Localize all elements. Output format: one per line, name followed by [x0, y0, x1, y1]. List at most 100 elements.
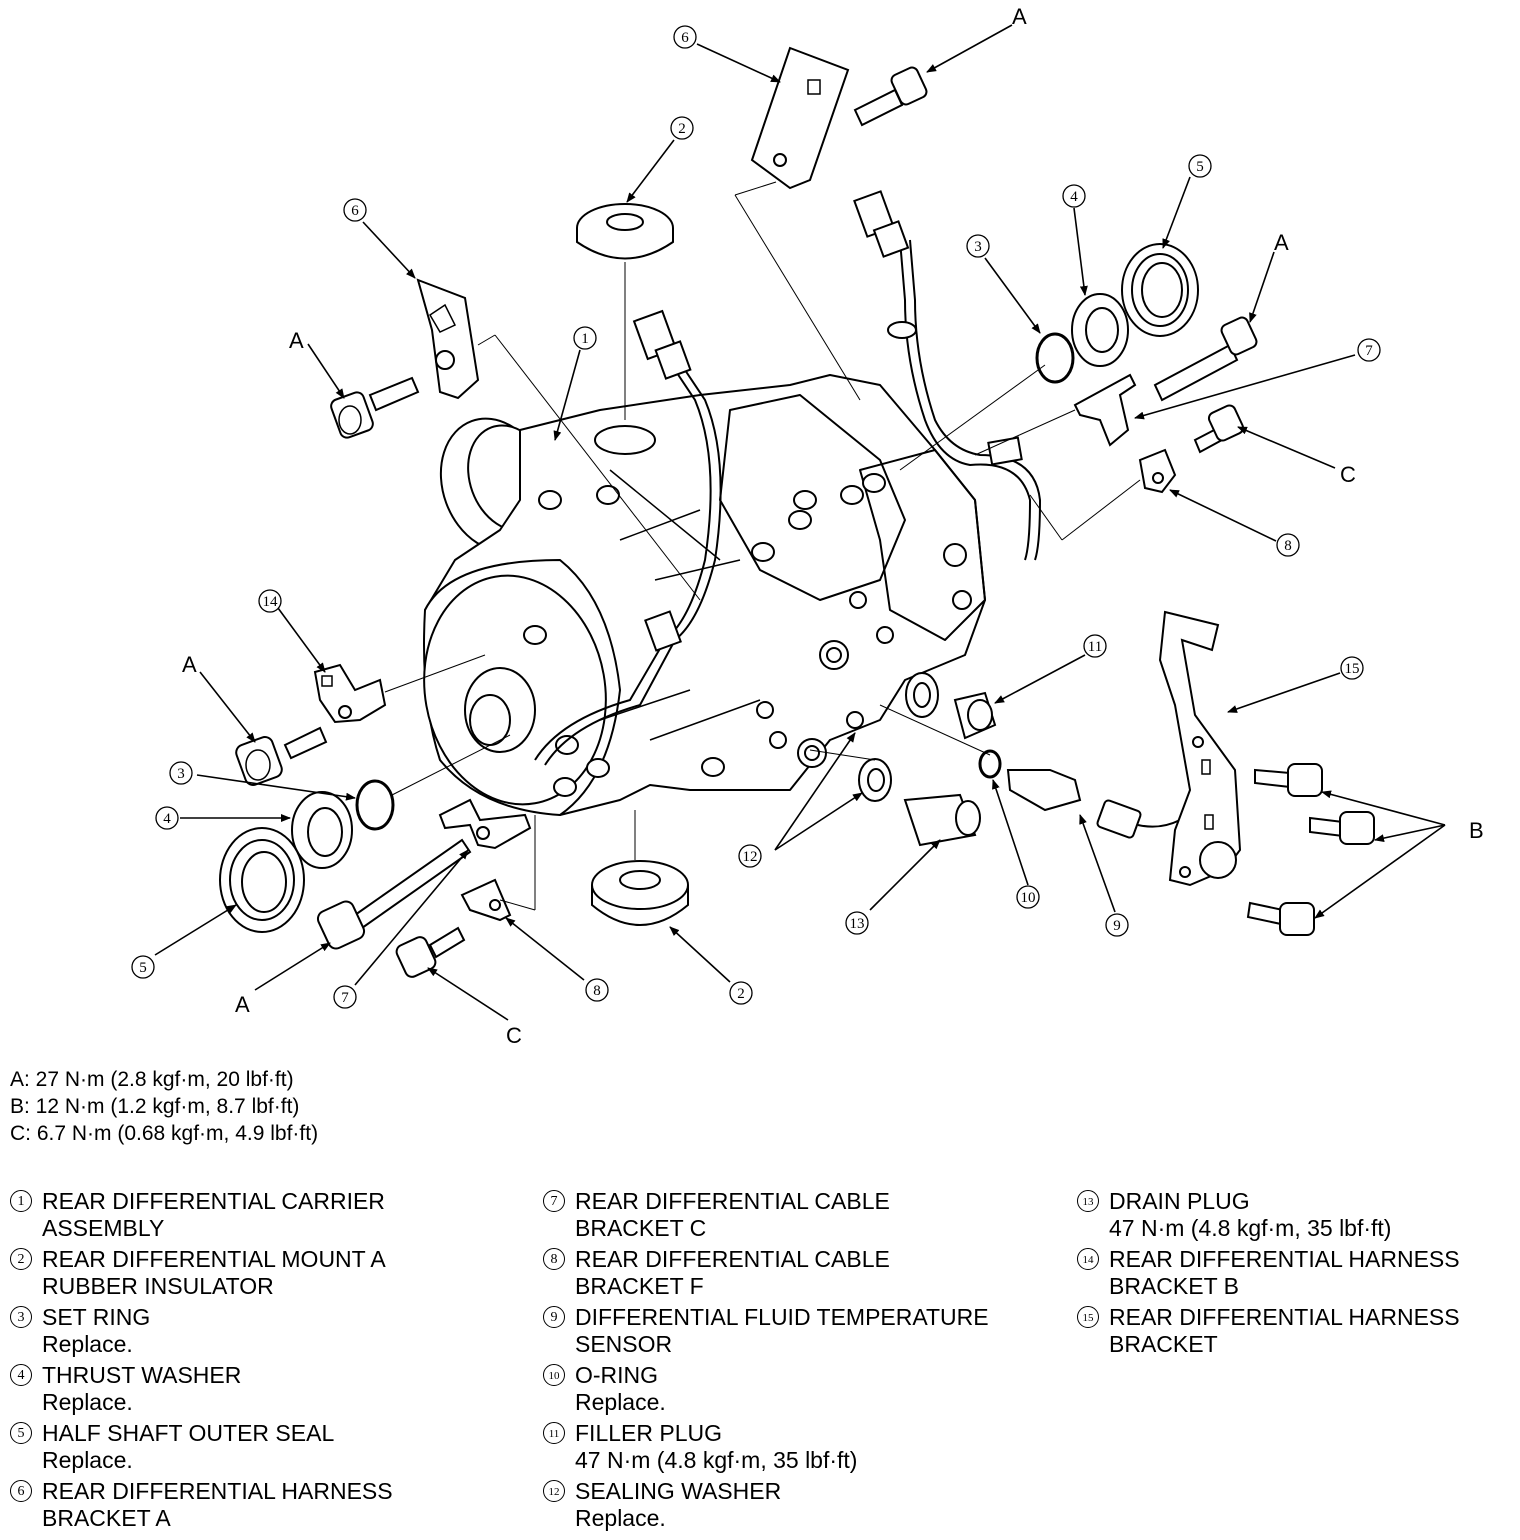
svg-text:6: 6 — [681, 30, 689, 46]
harness-bracket-b — [313, 663, 387, 724]
part-name: REAR DIFFERENTIAL CARRIER — [42, 1188, 385, 1214]
label-a-right: A — [1274, 230, 1289, 255]
part-number: 1 — [10, 1190, 32, 1212]
part-note: 47 N·m (4.8 kgf·m, 35 lbf·ft) — [1109, 1215, 1392, 1241]
svg-text:1: 1 — [581, 331, 589, 347]
sealing-washer — [858, 758, 892, 802]
part-number: 15 — [1077, 1306, 1099, 1328]
callout-4-left: 4 — [155, 806, 179, 830]
part-note: Replace. — [42, 1331, 133, 1357]
part-number: 3 — [10, 1306, 32, 1328]
part-name: REAR DIFFERENTIAL MOUNT A — [42, 1246, 386, 1272]
callout-4-right: 4 — [1062, 184, 1086, 208]
part-note: 47 N·m (4.8 kgf·m, 35 lbf·ft) — [575, 1447, 858, 1473]
part-note: Replace. — [42, 1447, 133, 1473]
svg-text:14: 14 — [263, 594, 279, 610]
bolt-c-right — [1193, 404, 1245, 454]
part-name: O-RING — [575, 1362, 659, 1388]
svg-text:15: 15 — [1345, 661, 1360, 677]
set-ring-right — [1035, 332, 1075, 384]
svg-text:10: 10 — [1021, 890, 1036, 906]
part-note: SENSOR — [575, 1331, 673, 1357]
svg-text:12: 12 — [743, 849, 758, 865]
harness-bracket-a-top — [750, 46, 850, 190]
harness-connector-3 — [644, 436, 1023, 652]
callout-8-right: 8 — [1276, 533, 1300, 557]
svg-text:5: 5 — [139, 960, 147, 976]
callout-7-right: 7 — [1357, 338, 1381, 362]
part-name: REAR DIFFERENTIAL CABLE — [575, 1188, 890, 1214]
callout-5-right: 5 — [1188, 154, 1212, 178]
set-ring-left — [355, 779, 395, 831]
part-number: 9 — [543, 1306, 565, 1328]
fluid-temperature-sensor — [1006, 769, 1181, 839]
bolt-a-long — [316, 838, 472, 950]
part-name: HALF SHAFT OUTER SEAL — [42, 1420, 335, 1446]
callout-9: 9 — [1105, 913, 1129, 937]
part-note: ASSEMBLY — [42, 1215, 165, 1241]
callout-12: 12 — [738, 844, 762, 868]
svg-text:9: 9 — [1113, 918, 1121, 934]
thrust-washer-left — [291, 791, 353, 869]
cable-bracket-f-right — [1138, 448, 1177, 494]
part-name: SEALING WASHER — [575, 1478, 782, 1504]
part-number: 2 — [10, 1248, 32, 1270]
svg-text:8: 8 — [1284, 538, 1292, 554]
label-a-bottom: A — [235, 992, 250, 1017]
mount-rubber-insulator-bottom — [591, 860, 689, 926]
callout-14: 14 — [258, 589, 282, 613]
torque-spec-b: B: 12 N·m (1.2 kgf·m, 8.7 lbf·ft) — [10, 1095, 300, 1118]
callout-11: 11 — [1083, 634, 1107, 658]
torque-spec-a: A: 27 N·m (2.8 kgf·m, 20 lbf·ft) — [10, 1068, 294, 1091]
part-note: RUBBER INSULATOR — [42, 1273, 274, 1299]
part-name: FILLER PLUG — [575, 1420, 722, 1446]
cable-bracket-c-left — [438, 798, 532, 850]
callout-10: 10 — [1016, 885, 1040, 909]
torque-spec-c: C: 6.7 N·m (0.68 kgf·m, 4.9 lbf·ft) — [10, 1122, 319, 1145]
svg-text:11: 11 — [1088, 639, 1102, 655]
label-c-right: C — [1340, 462, 1356, 487]
part-name: DRAIN PLUG — [1109, 1188, 1250, 1214]
part-number: 4 — [10, 1364, 32, 1386]
part-number: 12 — [543, 1480, 565, 1502]
svg-text:7: 7 — [341, 990, 349, 1006]
bolt-a-lower-left — [235, 726, 328, 786]
svg-text:8: 8 — [593, 983, 601, 999]
leader-arrows — [154, 24, 1446, 1021]
assembly-lines — [384, 181, 1141, 911]
part-note: BRACKET A — [42, 1505, 171, 1531]
harness-bracket-a-left — [416, 278, 480, 400]
harness-connector-1 — [632, 309, 692, 380]
callout-1: 1 — [573, 326, 597, 350]
filler-plug — [905, 672, 997, 740]
part-note: Replace. — [42, 1389, 133, 1415]
callout-6-left: 6 — [343, 198, 367, 222]
part-note: Replace. — [575, 1389, 666, 1415]
part-note: BRACKET C — [575, 1215, 707, 1241]
part-note: BRACKET B — [1109, 1273, 1239, 1299]
half-shaft-outer-seal-right — [1121, 243, 1199, 337]
o-ring — [978, 749, 1002, 779]
label-a-top: A — [1012, 4, 1027, 29]
callout-5-left: 5 — [131, 955, 155, 979]
harness-connector-2 — [853, 190, 917, 339]
bolt-a-top — [853, 66, 928, 127]
part-name: REAR DIFFERENTIAL HARNESS — [1109, 1246, 1460, 1272]
drain-plug — [903, 793, 981, 847]
svg-text:4: 4 — [1070, 189, 1078, 205]
bolt-b-2 — [1309, 811, 1375, 845]
bolt-c-left — [395, 926, 466, 978]
